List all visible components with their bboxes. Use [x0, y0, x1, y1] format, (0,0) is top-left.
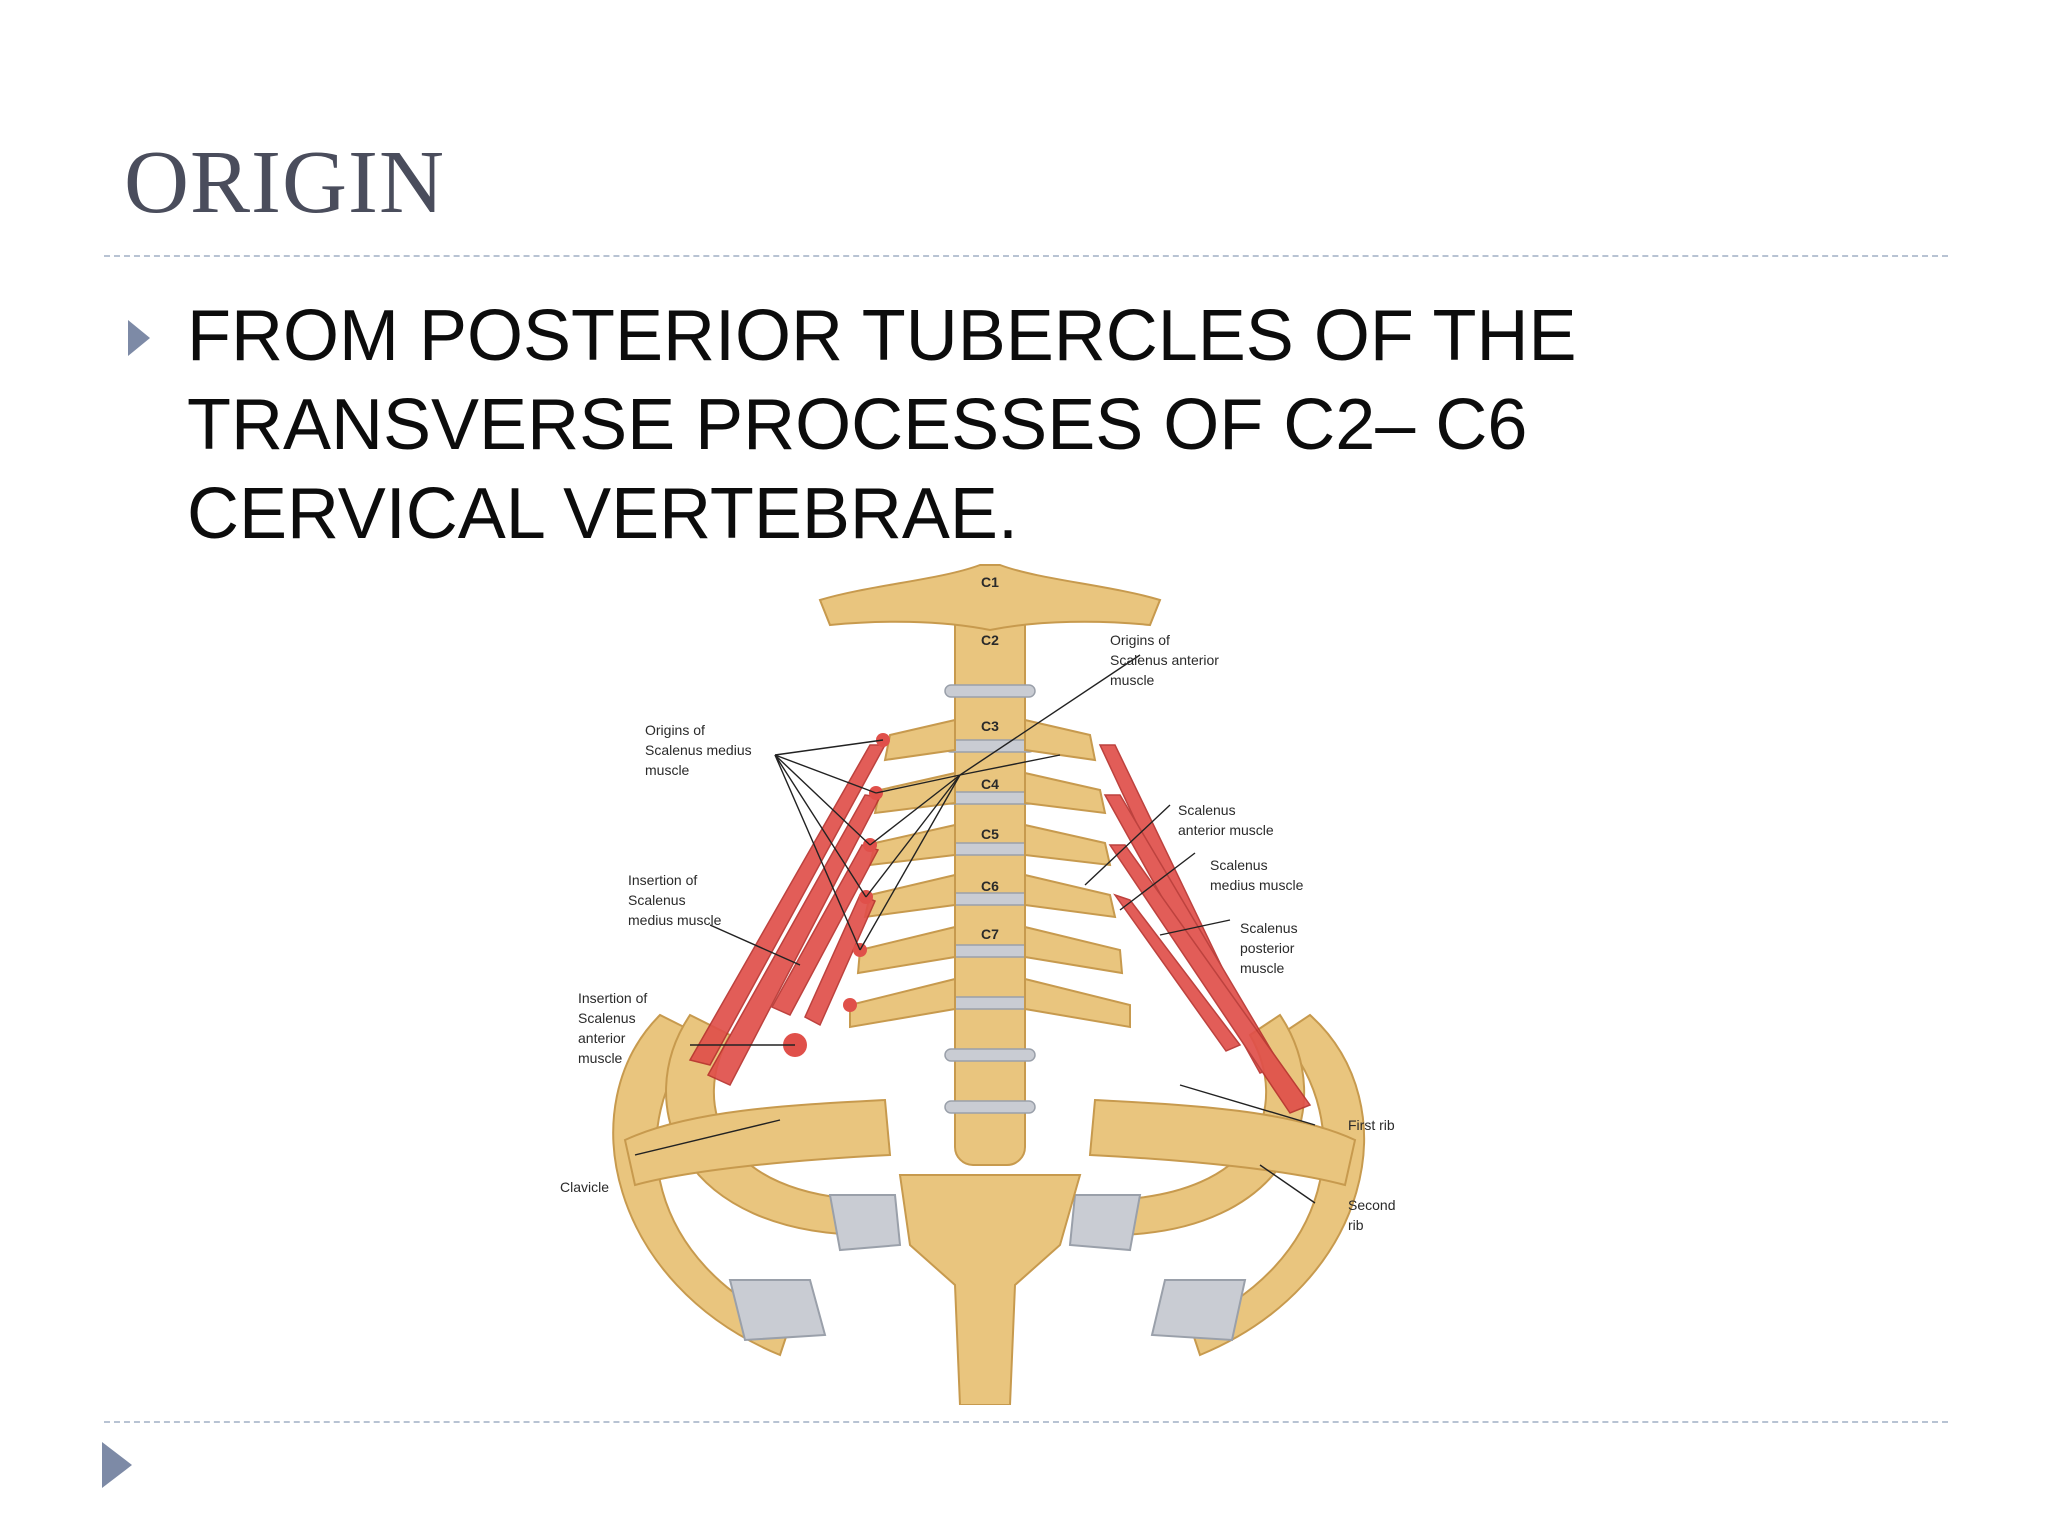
- vertebra-label-c4: C4: [981, 776, 999, 792]
- label-insertion-medius: Insertion of Scalenus medius muscle: [628, 872, 722, 928]
- label-scalenus-posterior: Scalenus posterior muscle: [1240, 920, 1301, 976]
- bullet-text: FROM POSTERIOR TUBERCLES OF THE TRANSVER…: [187, 296, 1577, 554]
- label-origins-anterior: Origins of Scalenus anterior muscle: [1110, 632, 1223, 688]
- vertebra-label-c7: C7: [981, 926, 999, 942]
- title-divider: [104, 255, 1948, 257]
- slide-title: ORIGIN: [124, 133, 445, 232]
- vertebra-label-c6: C6: [981, 878, 999, 894]
- label-clavicle: Clavicle: [560, 1179, 609, 1195]
- label-insertion-anterior: Insertion of Scalenus anterior muscle: [578, 990, 651, 1066]
- bullet-arrow-icon: [128, 320, 150, 356]
- neck-anatomy-illustration: C1 C2 C3 C4 C5 C6 C7 Origins of Scalenus…: [560, 564, 1399, 1405]
- footer-arrow-icon: [102, 1442, 132, 1488]
- label-origins-medius: Origins of Scalenus medius muscle: [645, 722, 756, 778]
- label-scalenus-anterior: Scalenus anterior muscle: [1178, 802, 1274, 838]
- footer-divider: [104, 1421, 1948, 1423]
- anatomy-figure: C1 C2 C3 C4 C5 C6 C7 Origins of Scalenus…: [540, 545, 1440, 1405]
- label-first-rib: First rib: [1348, 1117, 1395, 1133]
- label-scalenus-medius: Scalenus medius muscle: [1210, 857, 1304, 893]
- vertebra-label-c1: C1: [981, 574, 999, 590]
- vertebra-label-c5: C5: [981, 826, 999, 842]
- label-second-rib: Second rib: [1348, 1197, 1399, 1233]
- vertebra-label-c2: C2: [981, 632, 999, 648]
- vertebra-label-c3: C3: [981, 718, 999, 734]
